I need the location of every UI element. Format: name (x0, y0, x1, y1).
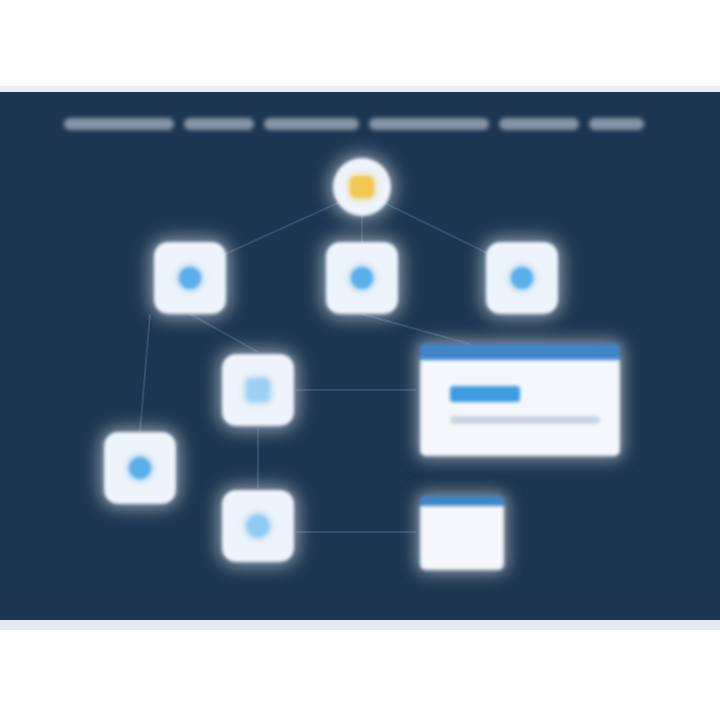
globe-icon (179, 267, 201, 289)
globe-icon (511, 267, 533, 289)
globe-icon (247, 515, 269, 537)
node-right[interactable] (486, 242, 558, 314)
small-card[interactable] (420, 496, 504, 570)
diagram-panel (0, 92, 720, 622)
diagram-title (64, 112, 660, 136)
root-node[interactable] (333, 158, 391, 216)
panel-top-edge (0, 86, 720, 94)
globe-icon (129, 457, 151, 479)
node-mid-left[interactable] (222, 354, 294, 426)
document-icon (247, 379, 269, 401)
node-center[interactable] (326, 242, 398, 314)
connector-center-card (361, 313, 471, 345)
card-text-line (450, 416, 600, 424)
connector-left-farleft (139, 313, 151, 433)
node-bottom-left[interactable] (222, 490, 294, 562)
panel-bottom-edge (0, 620, 720, 630)
star-icon (350, 176, 374, 198)
connector-left-midleft (189, 313, 259, 353)
node-far-left[interactable] (104, 432, 176, 504)
card-header (420, 344, 620, 360)
card-highlight (450, 386, 520, 402)
detail-card[interactable] (420, 344, 620, 456)
globe-icon (351, 267, 373, 289)
small-card-header (420, 496, 504, 506)
node-left[interactable] (154, 242, 226, 314)
